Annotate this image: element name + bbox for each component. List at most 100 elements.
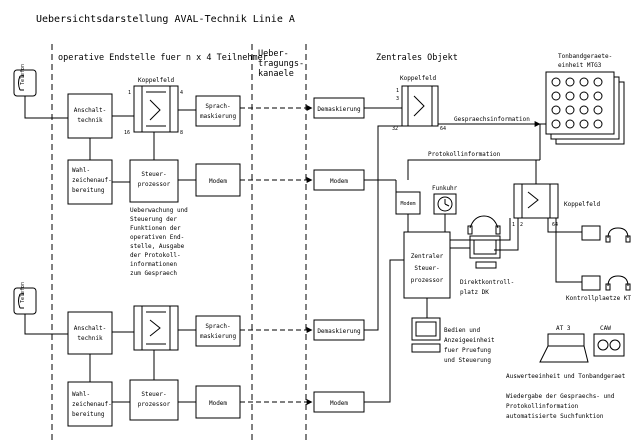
central-koppelfeld2-label: Koppelfeld — [564, 201, 601, 208]
svg-text:maskierung: maskierung — [200, 113, 237, 120]
svg-text:fuer Pruefung: fuer Pruefung — [444, 347, 491, 354]
svg-text:1: 1 — [396, 88, 399, 94]
svg-text:informationen: informationen — [130, 261, 177, 268]
headset-icon-1 — [605, 227, 631, 243]
svg-text:3: 3 — [396, 96, 399, 102]
kontrollplaetze-label: Kontrollplaetze KT — [566, 295, 631, 302]
auswerte-label: Auswerteeinheit und Tonbandgeraet — [506, 373, 626, 380]
svg-text:Anschalt-: Anschalt- — [74, 107, 107, 114]
svg-text:1: 1 — [128, 90, 131, 96]
svg-text:bereitung: bereitung — [72, 187, 105, 194]
wiedergabe-line1: Wiedergabe der Gespraechs- und — [506, 393, 615, 400]
anschalt-box-top — [67, 93, 113, 139]
wiedergabe-line2: Protokollinformation — [506, 403, 579, 410]
section-transfer-line2: tragungs- — [258, 59, 304, 69]
anschalt-box-bottom — [67, 311, 113, 355]
svg-text:Steuer-: Steuer- — [414, 265, 439, 272]
svg-text:Sprach-: Sprach- — [205, 103, 230, 110]
line-phone-top — [24, 96, 68, 119]
svg-text:Modem: Modem — [209, 400, 227, 407]
svg-text:Steuer-: Steuer- — [141, 171, 166, 178]
section-operative: operative Endstelle fuer n x 4 Teilnehme… — [58, 53, 268, 63]
svg-text:Wahl-: Wahl- — [72, 167, 90, 174]
sprach-box-top — [195, 95, 241, 127]
tonband-unit-icon — [545, 71, 625, 145]
svg-text:Anzeigeeinheit: Anzeigeeinheit — [444, 337, 495, 344]
direktkontrollplatz-label-line2: platz DK — [460, 289, 489, 296]
svg-text:1: 1 — [512, 222, 515, 228]
svg-text:Modem: Modem — [209, 178, 227, 185]
tonband-label-line2: einheit MTG3 — [558, 62, 602, 69]
svg-text:stelle, Ausgabe: stelle, Ausgabe — [130, 243, 185, 250]
svg-text:Sprach-: Sprach- — [205, 323, 230, 330]
svg-text:maskierung: maskierung — [200, 333, 237, 340]
svg-text:8: 8 — [180, 130, 183, 136]
telephone-icon-top: Telefon — [13, 64, 37, 97]
svg-text:Ueberwachung und: Ueberwachung und — [130, 207, 188, 214]
svg-text:Telefon: Telefon — [20, 282, 26, 303]
svg-text:und Steuerung: und Steuerung — [444, 357, 491, 364]
svg-text:technik: technik — [77, 117, 103, 124]
koppelfeld-switch-bottom — [133, 305, 179, 351]
svg-text:Anschalt-: Anschalt- — [74, 325, 107, 332]
svg-text:prozessor: prozessor — [411, 277, 444, 284]
svg-text:bereitung: bereitung — [72, 411, 105, 418]
svg-text:Modem: Modem — [400, 201, 415, 207]
at3-label: AT 3 — [556, 325, 571, 332]
auswerteeinheit-icon — [539, 333, 625, 363]
protokollinformation-label: Protokollinformation — [428, 151, 501, 158]
station-note: Ueberwachung und Steuerung der Funktione… — [130, 207, 188, 277]
svg-text:Wahl-: Wahl- — [72, 391, 90, 398]
central-koppelfeld-switch — [401, 85, 439, 127]
diagram-title: Uebersichtsdarstellung AVAL-Technik Lini… — [36, 14, 295, 25]
svg-text:zum Gespraech: zum Gespraech — [130, 270, 177, 277]
telephone-icon-bottom: Telefon — [13, 282, 37, 315]
svg-text:technik: technik — [77, 335, 103, 342]
funkuhr-label: Funkuhr — [432, 185, 458, 192]
svg-text:64: 64 — [440, 126, 446, 132]
svg-text:32: 32 — [392, 126, 398, 132]
svg-text:Modem: Modem — [330, 400, 348, 407]
caw-label: CAW — [600, 325, 611, 332]
svg-text:Steuerung der: Steuerung der — [130, 216, 177, 223]
svg-text:Demaskierung: Demaskierung — [317, 328, 361, 335]
svg-text:zeichenauf-: zeichenauf- — [72, 177, 112, 184]
svg-text:4: 4 — [180, 90, 183, 96]
svg-text:Funktionen der: Funktionen der — [130, 225, 181, 232]
section-central: Zentrales Objekt — [376, 53, 458, 63]
central-koppelfeld2-switch — [513, 183, 559, 219]
direktkontrollplatz-label-line1: Direktkontroll- — [460, 279, 514, 286]
wiedergabe-line3: automatisierte Suchfunktion — [506, 413, 604, 420]
svg-text:operativen End-: operativen End- — [130, 234, 184, 241]
svg-text:prozessor: prozessor — [138, 401, 171, 408]
svg-text:prozessor: prozessor — [138, 181, 171, 188]
central-koppelfeld-label: Koppelfeld — [400, 75, 437, 82]
headset-icon-2 — [605, 275, 631, 291]
svg-text:Telefon: Telefon — [20, 64, 26, 85]
line-phone-bottom — [24, 314, 68, 335]
section-transfer-line3: kanaele — [258, 69, 294, 79]
kt-box-2 — [581, 275, 601, 291]
direktkontrollplatz-workstation-icon — [467, 215, 501, 269]
bedieneinheit-terminal-icon — [411, 317, 441, 353]
sprach-box-bottom — [195, 315, 241, 347]
svg-text:Zentraler: Zentraler — [411, 253, 444, 260]
svg-text:2: 2 — [520, 222, 523, 228]
koppelfeld-label-top: Koppelfeld — [138, 77, 175, 84]
funkuhr-clock-icon — [433, 193, 457, 215]
svg-text:Demaskierung: Demaskierung — [317, 106, 361, 113]
svg-text:der Protokoll-: der Protokoll- — [130, 252, 181, 259]
kt-box-1 — [581, 225, 601, 241]
svg-text:64: 64 — [552, 222, 558, 228]
svg-text:Modem: Modem — [330, 178, 348, 185]
steuer-box-bottom — [129, 379, 179, 421]
section-transfer-line1: Ueber- — [258, 49, 289, 59]
svg-text:Steuer-: Steuer- — [141, 391, 166, 398]
svg-text:zeichenauf-: zeichenauf- — [72, 401, 112, 408]
tonband-label-line1: Tonbandgeraete- — [558, 53, 612, 60]
svg-text:16: 16 — [124, 130, 130, 136]
koppelfeld-switch-top — [133, 85, 179, 133]
gespraechsinformation-label: Gespraechsinformation — [454, 116, 530, 123]
svg-text:Bedien und: Bedien und — [444, 327, 481, 334]
